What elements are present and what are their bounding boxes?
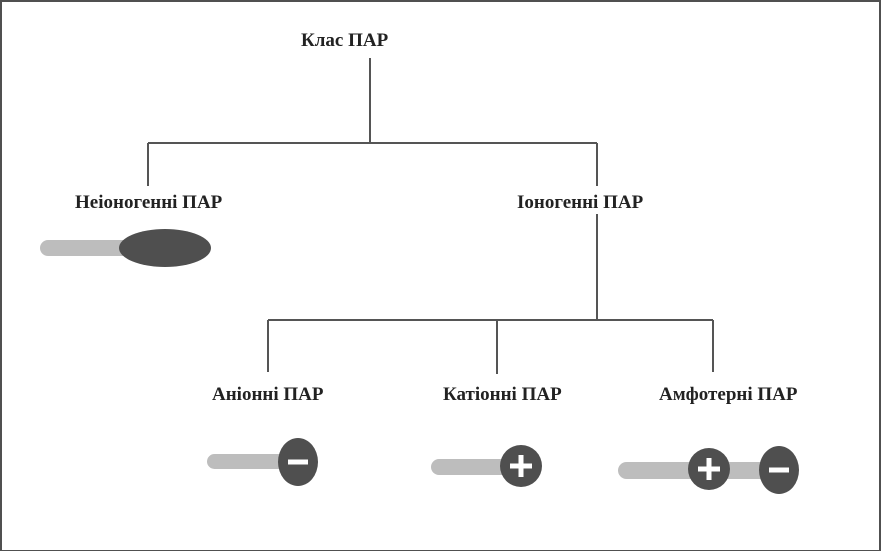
- anionic-label: Аніонні ПАР: [212, 384, 324, 405]
- plus-sign-v: [518, 455, 524, 477]
- anionic-molecule: [207, 438, 318, 486]
- root-label: Клас ПАР: [301, 30, 389, 51]
- hydrophobic-tail: [40, 240, 132, 256]
- plus-sign-v: [706, 458, 712, 480]
- minus-sign: [288, 459, 308, 465]
- cationic-molecule: [431, 445, 542, 487]
- amphoteric-label: Амфотерні ПАР: [659, 384, 798, 405]
- amphoteric-molecule: [618, 446, 799, 494]
- neutral-ellipse-head-icon: [119, 229, 211, 267]
- minus-sign: [769, 467, 789, 473]
- nonionic-label: Нeіоногенні ПАР: [75, 192, 223, 213]
- ionic-label: Іоногенні ПАР: [517, 192, 644, 213]
- hydrophobic-tail: [431, 459, 519, 475]
- hydrophobic-tail: [207, 454, 293, 469]
- cationic-label: Катіонні ПАР: [443, 384, 562, 405]
- nonionic-molecule: [40, 229, 211, 267]
